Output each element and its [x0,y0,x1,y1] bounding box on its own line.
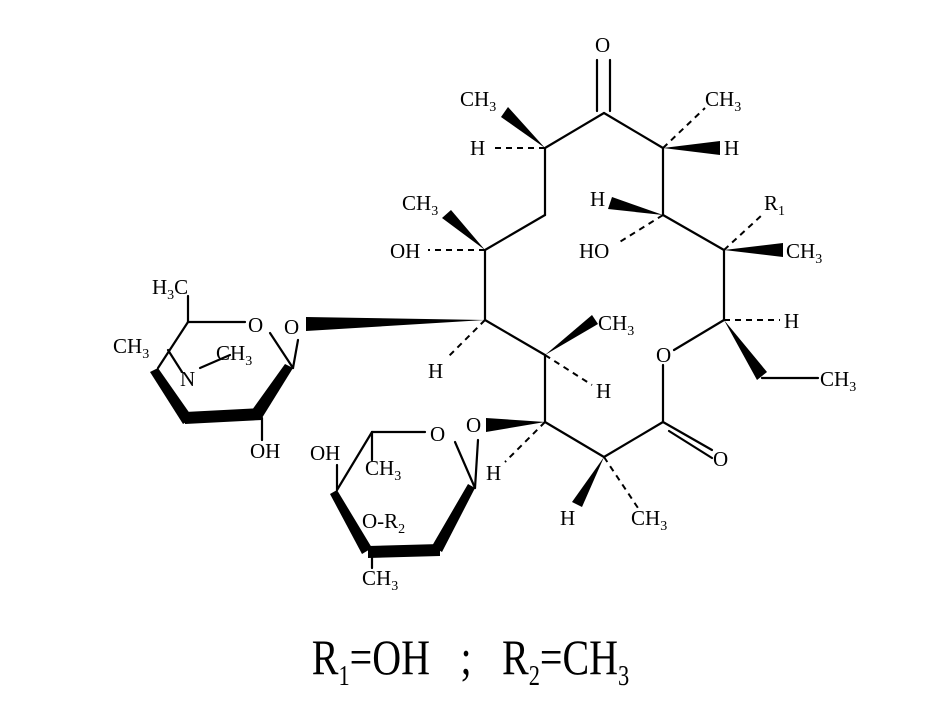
lactone-carbonyl-oxygen: O [713,447,728,471]
erythromycin-structure: O CH3 H CH3 H H R1 CH3 HO CH3 OH H3C O O… [113,33,856,594]
cladinose-sugar [330,430,480,570]
methyl-label: H3C [152,275,188,303]
glycosidic-oxygen-label: O [284,315,299,339]
hydroxyl-label: OH [250,439,280,463]
wedge-bonds [306,107,783,507]
methyl-label: CH3 [786,239,822,267]
substituent-legend: R1=OH; R2=CH3 [94,628,847,693]
methyl-label: CH3 [705,87,741,115]
hydroxyl-label: OH [310,441,340,465]
hydrogen-label: H [724,136,739,160]
hydroxyl-label: OH [390,239,420,263]
r1-definition: R1=OH [311,629,430,692]
ring-oxygen-label: O [248,313,263,337]
hash-bonds [428,107,780,509]
methyl-label: CH3 [113,334,149,362]
macrolide-ring [483,58,820,460]
methyl-label: CH3 [460,87,496,115]
methyl-label: CH3 [820,367,856,395]
desosamine-sugar [150,294,300,442]
nitrogen-label: N [180,367,195,391]
methyl-label: CH3 [631,506,667,534]
hydrogen-label: H [560,506,575,530]
hydrogen-label: H [486,461,501,485]
legend-separator: ; [460,629,472,685]
hydrogen-label: H [428,359,443,383]
methyl-label: CH3 [365,456,401,484]
hydrogen-label: H [596,379,611,403]
r1-label: R1 [764,191,785,219]
hydrogen-label: H [470,136,485,160]
hydrogen-label: H [784,309,799,333]
methyl-label: CH3 [216,341,252,369]
hydroxyl-label: HO [579,239,609,263]
ketone-oxygen: O [595,33,610,57]
atom-labels: O CH3 H CH3 H H R1 CH3 HO CH3 OH H3C O O… [113,33,856,594]
hydrogen-label: H [590,187,605,211]
methyl-label: CH3 [402,191,438,219]
methyl-label: CH3 [598,311,634,339]
ring-oxygen-label: O [656,343,671,367]
r2-definition: R2=CH3 [502,629,630,692]
methyl-label: CH3 [362,566,398,594]
ring-oxygen-label: O [430,422,445,446]
or2-label: O-R2 [362,509,405,537]
glycosidic-oxygen-label: O [466,413,481,437]
